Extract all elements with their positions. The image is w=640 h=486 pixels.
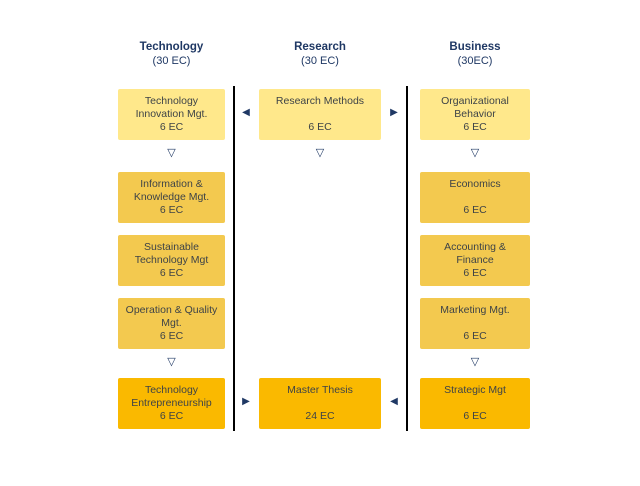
- flow-down-icon: ▽: [167, 147, 176, 159]
- course-box-technology-innovation-mgt: Technology Innovation Mgt. 6 EC: [118, 89, 225, 140]
- course-title: Technology Entrepreneurship: [131, 384, 212, 409]
- course-box-economics: Economics 6 EC: [420, 172, 530, 223]
- flow-down-icon: ▽: [315, 147, 325, 159]
- column-header-technology: Technology (30 EC): [118, 40, 225, 68]
- column-divider-left: [233, 86, 235, 431]
- course-credits: 6 EC: [159, 203, 184, 216]
- column-credits: (30 EC): [301, 55, 339, 67]
- column-title: Business: [449, 41, 501, 53]
- column-title: Technology: [139, 41, 204, 53]
- course-title: Technology Innovation Mgt.: [135, 95, 208, 120]
- column-title: Research: [294, 41, 346, 53]
- course-credits: 6 EC: [463, 266, 487, 279]
- arrow-right-icon: ▶: [390, 107, 398, 118]
- course-title: Sustainable Technology Mgt: [134, 241, 209, 266]
- column-credits: (30 EC): [152, 55, 191, 67]
- course-title: Master Thesis: [287, 384, 353, 396]
- course-box-information-knowledge-mgt: Information & Knowledge Mgt. 6 EC: [118, 172, 225, 223]
- course-box-technology-entrepreneurship: Technology Entrepreneurship 6 EC: [118, 378, 225, 429]
- course-credits: 6 EC: [159, 266, 184, 279]
- course-box-master-thesis: Master Thesis 24 EC: [259, 378, 381, 429]
- course-title: Information & Knowledge Mgt.: [133, 178, 210, 203]
- course-credits: 24 EC: [305, 409, 335, 422]
- course-title: Economics: [449, 178, 501, 190]
- arrow-left-icon: ◀: [242, 107, 250, 118]
- column-header-business: Business (30EC): [420, 40, 530, 68]
- course-credits: 6 EC: [159, 329, 184, 342]
- flow-down-icon: ▽: [167, 356, 176, 368]
- course-box-operation-quality-mgt: Operation & Quality Mgt. 6 EC: [118, 298, 225, 349]
- flow-down-icon: ▽: [470, 356, 480, 368]
- course-credits: 6 EC: [159, 120, 184, 133]
- course-credits: 6 EC: [463, 120, 487, 133]
- course-title: Marketing Mgt.: [440, 304, 510, 316]
- course-title: Operation & Quality Mgt.: [125, 304, 218, 329]
- arrow-right-icon: ▶: [242, 396, 250, 407]
- course-title: Accounting & Finance: [444, 241, 506, 266]
- course-credits: 6 EC: [463, 329, 487, 342]
- column-divider-right: [406, 86, 408, 431]
- course-box-sustainable-technology-mgt: Sustainable Technology Mgt 6 EC: [118, 235, 225, 286]
- column-credits: (30EC): [457, 55, 493, 67]
- column-header-research: Research (30 EC): [259, 40, 381, 68]
- course-credits: 6 EC: [463, 409, 487, 422]
- course-box-research-methods: Research Methods 6 EC: [259, 89, 381, 140]
- course-title: Research Methods: [275, 95, 365, 107]
- arrow-left-icon: ◀: [390, 396, 398, 407]
- course-credits: 6 EC: [308, 120, 332, 133]
- flow-down-icon: ▽: [470, 147, 480, 159]
- course-credits: 6 EC: [159, 409, 184, 422]
- course-title: Organizational Behavior: [441, 95, 509, 120]
- course-box-organizational-behavior: Organizational Behavior 6 EC: [420, 89, 530, 140]
- course-credits: 6 EC: [463, 203, 487, 216]
- course-box-marketing-mgt: Marketing Mgt. 6 EC: [420, 298, 530, 349]
- course-title: Strategic Mgt: [444, 384, 506, 396]
- course-box-accounting-finance: Accounting & Finance 6 EC: [420, 235, 530, 286]
- course-box-strategic-mgt: Strategic Mgt 6 EC: [420, 378, 530, 429]
